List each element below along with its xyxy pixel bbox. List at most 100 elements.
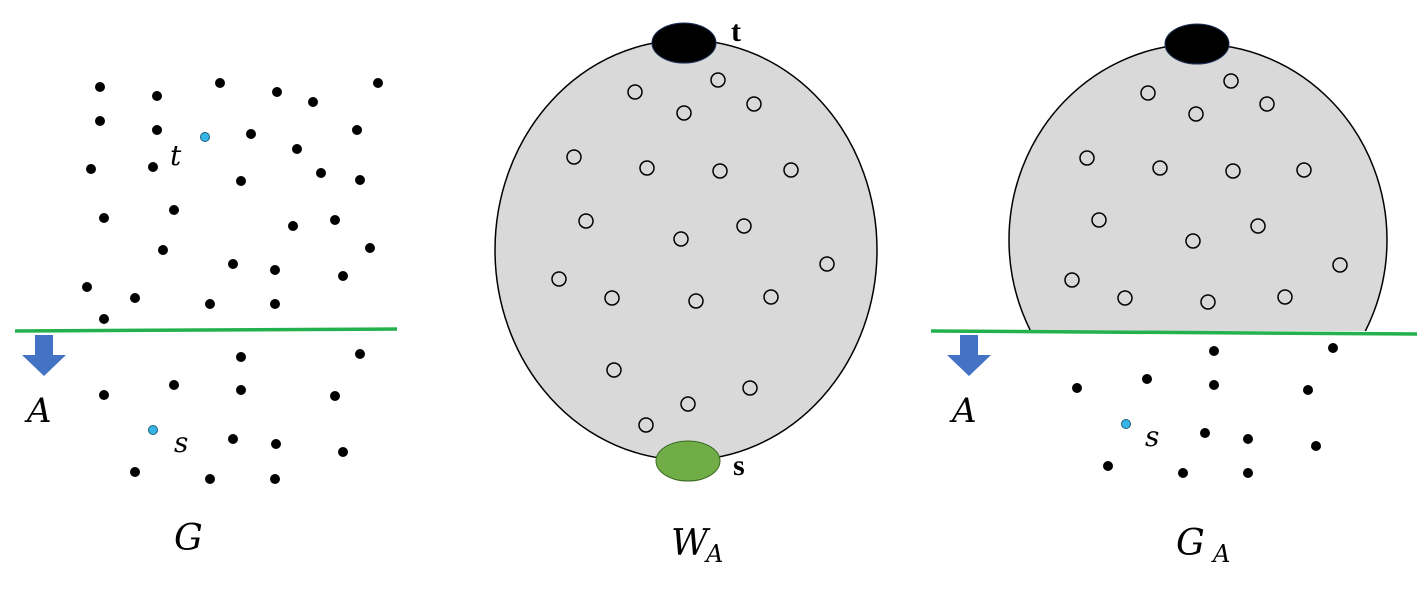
panel-wa-caption-sub: A: [704, 540, 723, 568]
contracted-vertex: [688, 293, 704, 309]
arrow-down-icon: [947, 335, 991, 376]
vertex-dot: [1200, 428, 1210, 438]
source-s-blob: [655, 440, 721, 482]
contracted-vertex: [1064, 272, 1080, 288]
vertex-dot: [169, 380, 179, 390]
vertex-dot: [148, 162, 158, 172]
vertex-dot: [169, 205, 179, 215]
vertex-dot: [316, 168, 326, 178]
vertex-dot: [338, 271, 348, 281]
contracted-vertex: [638, 417, 654, 433]
graph-g-vertices: [82, 78, 383, 484]
vertex-s-label: s: [174, 426, 188, 459]
contracted-vertex: [783, 162, 799, 178]
vertex-dot: [330, 391, 340, 401]
vertex-dot: [82, 282, 92, 292]
vertex-dot: [270, 299, 280, 309]
source-s-label: s: [733, 449, 745, 482]
contracted-vertex: [639, 160, 655, 176]
vertex-s: [1121, 419, 1131, 429]
set-a-label: A: [949, 391, 977, 431]
vertex-dot: [99, 213, 109, 223]
contracted-vertex: [1250, 218, 1266, 234]
vertex-dot: [236, 176, 246, 186]
contracted-vertex: [1091, 212, 1107, 228]
contracted-vertex: [578, 213, 594, 229]
vertex-dot: [1103, 461, 1113, 471]
vertex-dot: [292, 144, 302, 154]
vertex-dot: [365, 243, 375, 253]
vertex-dot: [373, 78, 383, 88]
vertex-dot: [1209, 346, 1219, 356]
vertex-dot: [246, 129, 256, 139]
contracted-vertex: [566, 149, 582, 165]
vertex-dot: [1142, 374, 1152, 384]
panel-graph-wa: t s W A: [494, 15, 878, 568]
contracted-vertex: [736, 218, 752, 234]
vertex-dot: [205, 474, 215, 484]
vertex-dot: [99, 314, 109, 324]
sink-t-label: t: [731, 15, 741, 48]
contracted-vertex: [1117, 290, 1133, 306]
vertex-dot: [1209, 380, 1219, 390]
contracted-vertex: [606, 362, 622, 378]
vertex-t: [200, 132, 210, 142]
contracted-vertex: [1296, 162, 1312, 178]
vertex-dot: [152, 91, 162, 101]
sink-t-blob: [651, 22, 717, 64]
contracted-vertex: [604, 290, 620, 306]
contracted-vertex: [1277, 289, 1293, 305]
contracted-vertex: [551, 271, 567, 287]
vertex-dot: [205, 299, 215, 309]
cut-line: [14, 327, 398, 333]
panel-graph-g: t s A G: [14, 78, 398, 559]
vertex-dot: [330, 215, 340, 225]
vertex-dot: [1072, 383, 1082, 393]
vertex-dot: [1243, 468, 1253, 478]
contracted-vertex: [1185, 233, 1201, 249]
contracted-vertex: [1152, 160, 1168, 176]
contracted-vertex: [1188, 106, 1204, 122]
vertex-dot: [270, 265, 280, 275]
panel-wa-caption-main: W: [671, 523, 711, 564]
vertex-dot: [228, 259, 238, 269]
contracted-vertex: [1200, 294, 1216, 310]
contracted-vertex: [676, 105, 692, 121]
vertex-dot: [1303, 385, 1313, 395]
vertex-dot: [215, 78, 225, 88]
vertex-dot: [228, 434, 238, 444]
contracted-vertex: [680, 396, 696, 412]
vertex-dot: [1311, 441, 1321, 451]
contracted-vertex: [673, 231, 689, 247]
vertex-dot: [1178, 468, 1188, 478]
contracted-vertex: [712, 163, 728, 179]
contracted-vertex: [1332, 257, 1348, 273]
vertex-dot: [288, 221, 298, 231]
panel-ga-caption-main: G: [1176, 523, 1205, 564]
vertex-s-label: s: [1145, 420, 1159, 453]
contracted-vertex: [746, 96, 762, 112]
contracted-vertex: [1140, 85, 1156, 101]
contracted-vertex: [763, 289, 779, 305]
vertex-dot: [308, 97, 318, 107]
vertex-dot: [270, 474, 280, 484]
contracted-vertex: [1259, 96, 1275, 112]
panel-graph-ga: A s G A: [930, 23, 1418, 568]
panel-ga-caption-sub: A: [1211, 540, 1230, 568]
contracted-vertex: [742, 380, 758, 396]
vertex-dot: [86, 164, 96, 174]
sink-t-blob: [1164, 23, 1230, 65]
vertex-dot: [1328, 343, 1338, 353]
graph-ga-contracted-vertices: [1064, 73, 1348, 310]
vertex-dot: [236, 385, 246, 395]
contracted-vertex: [710, 72, 726, 88]
vertex-s: [148, 425, 158, 435]
vertex-dot: [352, 125, 362, 135]
vertex-dot: [130, 467, 140, 477]
vertex-dot: [95, 82, 105, 92]
vertex-dot: [95, 116, 105, 126]
contracted-vertex: [819, 256, 835, 272]
vertex-dot: [355, 175, 365, 185]
vertex-dot: [152, 125, 162, 135]
